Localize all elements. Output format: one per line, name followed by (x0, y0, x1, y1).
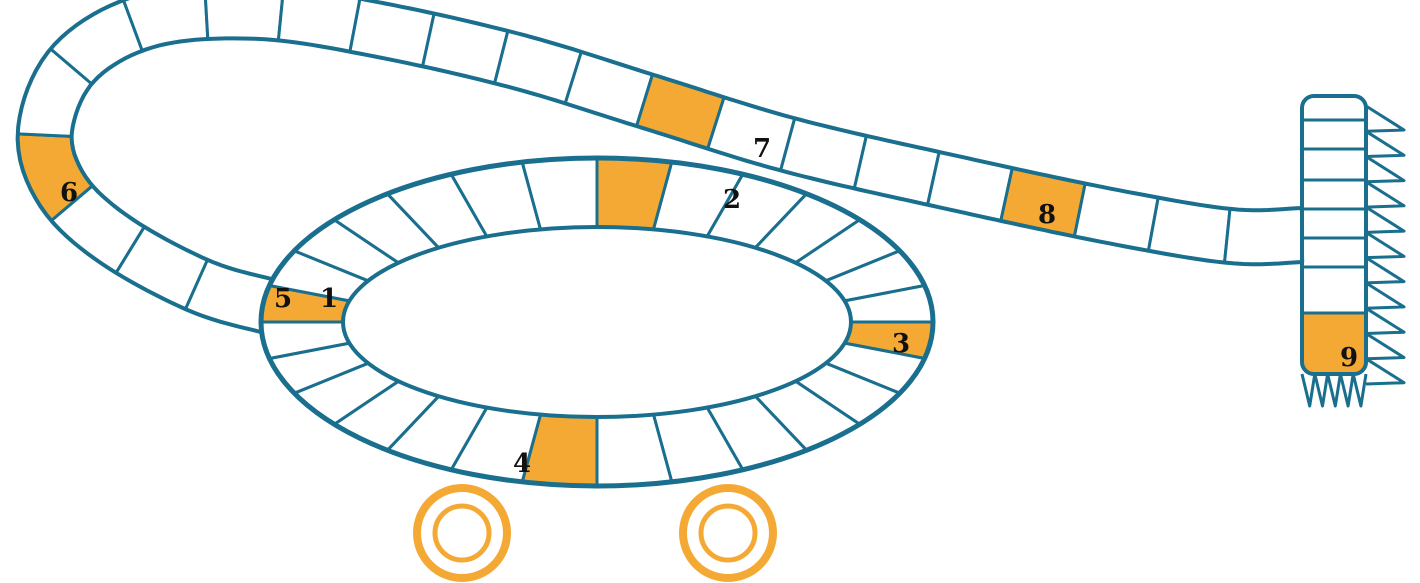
tower-tooth (1366, 308, 1404, 333)
ring-inner-edge (343, 227, 851, 417)
label-8: 8 (1038, 200, 1056, 230)
tower-tooth (1366, 182, 1404, 207)
tower-tooth (1366, 157, 1404, 182)
track-square (928, 152, 1013, 221)
tower-tooth (1353, 374, 1366, 406)
tower-tooth (1302, 374, 1315, 406)
track-square (423, 14, 508, 84)
track-edge-left (72, 38, 1303, 280)
tower-tooth (1366, 106, 1404, 131)
left-wheel (417, 488, 507, 578)
oval-ring-track (261, 158, 933, 486)
label-3: 3 (892, 329, 910, 359)
tower-tooth (1315, 374, 1328, 406)
label-9: 9 (1340, 343, 1358, 373)
right-wheel-inner-ring (701, 506, 755, 560)
label-7: 7 (753, 134, 771, 164)
tower-tooth (1340, 374, 1353, 406)
track-square (1225, 208, 1303, 264)
track-square (854, 136, 939, 205)
tower-tooth (1366, 131, 1404, 156)
tower-tooth (1366, 232, 1404, 257)
left-wheel-outer-ring (417, 488, 507, 578)
wheels (417, 488, 773, 578)
tower-tooth (1366, 207, 1404, 232)
label-2: 2 (723, 185, 741, 215)
left-wheel-inner-ring (435, 506, 489, 560)
track-square (708, 97, 795, 170)
tower-tooth (1366, 359, 1404, 384)
tower-tooth (1366, 258, 1404, 283)
track-square (205, 0, 284, 40)
label-4: 4 (513, 449, 531, 479)
tower-tooth (1328, 374, 1341, 406)
label-1: 1 (320, 284, 338, 314)
label-6: 6 (60, 178, 78, 208)
right-wheel-outer-ring (683, 488, 773, 578)
track-square (278, 0, 360, 52)
track-square (781, 118, 867, 188)
label-5: 5 (274, 284, 292, 314)
tower-tooth (1366, 283, 1404, 308)
tower-tooth (1366, 334, 1404, 359)
right-wheel (683, 488, 773, 578)
